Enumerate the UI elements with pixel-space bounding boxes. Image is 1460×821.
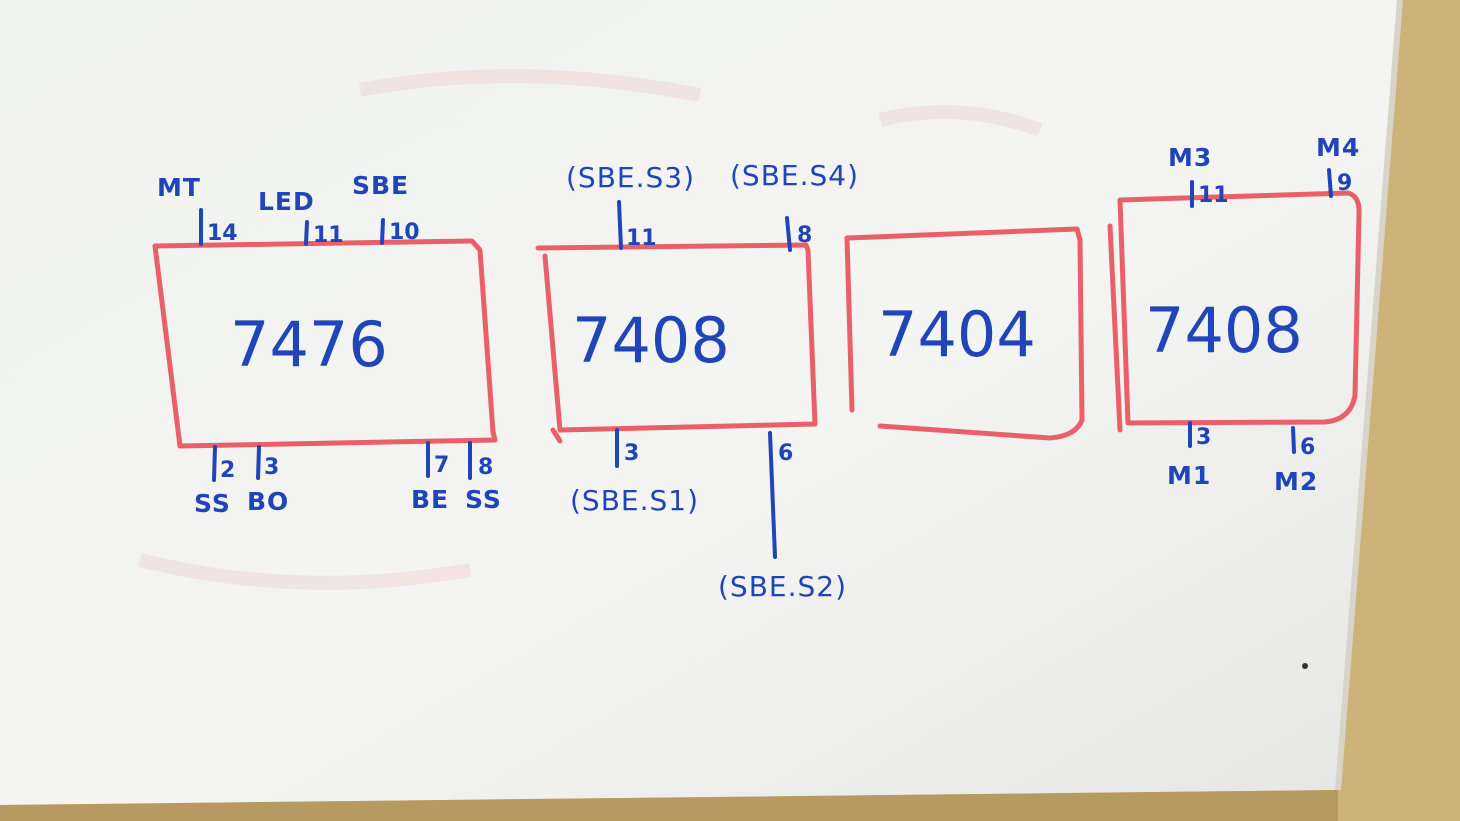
pin-lead <box>304 220 309 246</box>
pin-number: 11 <box>1198 183 1229 208</box>
chip-part-number: 7408 <box>1145 294 1303 367</box>
pin-signal-label: SS <box>194 489 231 518</box>
pin-signal-label: SS <box>465 485 502 514</box>
pin-number: 3 <box>1196 425 1211 450</box>
pin-signal-label: (SBE.S1) <box>570 484 699 517</box>
pin-number: 9 <box>1337 171 1352 196</box>
board-frame-bottom <box>0 790 1338 821</box>
pin-signal-label: (SBE.S2) <box>718 570 847 603</box>
chip-7476: 7476 14 MT 11 LED 10 SBE 2 SS 3 BO 7 BE … <box>152 171 502 518</box>
pin-number: 10 <box>389 220 420 245</box>
pin-number: 6 <box>1300 435 1315 460</box>
pin-signal-label: M3 <box>1168 143 1212 172</box>
pin-lead <box>212 445 217 482</box>
pin-signal-label: MT <box>157 173 201 202</box>
pin-number: 11 <box>626 226 657 251</box>
pin-signal-label: M1 <box>1167 461 1211 490</box>
pin-signal-label: BO <box>247 487 289 516</box>
pin-signal-label: SBE <box>352 171 409 200</box>
chip-part-number: 7404 <box>878 298 1036 371</box>
board-surface <box>0 0 1400 805</box>
pin-number: 14 <box>207 221 238 246</box>
chip-outline <box>844 226 1085 441</box>
pin-lead <box>380 218 385 245</box>
pin-number: 8 <box>478 455 493 480</box>
pin-signal-label: M2 <box>1274 467 1318 496</box>
pin-signal-label: (SBE.S3) <box>566 161 695 194</box>
chip-part-number: 7408 <box>572 304 730 377</box>
chip-part-number: 7476 <box>230 308 388 381</box>
pin-number: 3 <box>624 441 639 466</box>
marker-dot <box>1302 663 1308 669</box>
pin-signal-label: M4 <box>1316 133 1360 162</box>
chip-outline <box>152 238 498 449</box>
pin-number: 11 <box>313 223 344 248</box>
chip-7408-a: 7408 11 (SBE.S3) 8 (SBE.S4) 3 (SBE.S1) 6… <box>535 159 859 603</box>
pin-lead <box>768 431 777 559</box>
pin-lead <box>1327 168 1333 198</box>
pin-number: 3 <box>264 455 279 480</box>
pin-signal-label: BE <box>411 485 449 514</box>
pin-number: 6 <box>778 441 793 466</box>
chip-outline <box>535 242 818 444</box>
chip-outline <box>1107 190 1362 433</box>
chip-7408-b: 7408 11 M3 9 M4 3 M1 6 M2 <box>1107 133 1362 496</box>
pin-number: 8 <box>797 223 812 248</box>
pin-lead <box>617 200 623 250</box>
pin-signal-label: LED <box>258 187 315 216</box>
pin-lead <box>785 216 792 252</box>
erased-smudges <box>138 69 1043 590</box>
chip-7404: 7404 <box>844 226 1085 441</box>
pin-lead <box>1291 426 1296 454</box>
pin-number: 7 <box>434 453 449 478</box>
pin-lead <box>256 445 261 480</box>
pin-number: 2 <box>220 458 235 483</box>
board-edge <box>1335 0 1403 791</box>
pin-signal-label: (SBE.S4) <box>730 159 859 192</box>
